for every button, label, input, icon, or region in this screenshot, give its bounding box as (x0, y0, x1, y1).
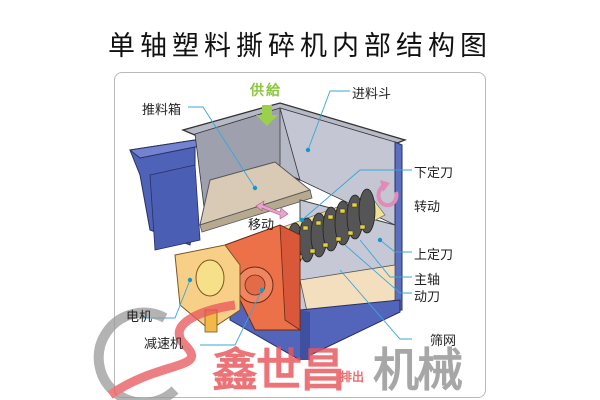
label-main-shaft: 主轴 (414, 273, 441, 288)
label-movement: 移动 (248, 218, 275, 233)
label-moving-blade: 动刀 (414, 290, 441, 305)
label-discharge: 排出 (340, 370, 365, 384)
watermark-brand-red: 鑫世昌 (212, 343, 346, 397)
watermark-brand-gray: 机械 (373, 343, 463, 397)
label-screen: 筛网 (430, 334, 457, 349)
label-rotation: 转动 (414, 200, 441, 215)
leader-lines (140, 90, 412, 346)
movement-arrow-icon (255, 200, 289, 220)
label-push-box: 推料箱 (142, 103, 182, 118)
feed-arrow-icon (256, 105, 278, 126)
label-lower-fixed-blade: 下定刀 (414, 166, 454, 181)
diagram-title: 单轴塑料撕碎机内部结构图 (108, 31, 492, 62)
label-hopper: 进料斗 (352, 87, 392, 102)
label-upper-fixed-blade: 上定刀 (414, 248, 454, 263)
label-reducer: 减速机 (144, 337, 184, 352)
watermark-logo-icon (93, 300, 236, 400)
feed-label: 供給 (250, 83, 282, 99)
label-motor: 电机 (126, 310, 153, 325)
rotation-arrow-icon (376, 184, 399, 208)
